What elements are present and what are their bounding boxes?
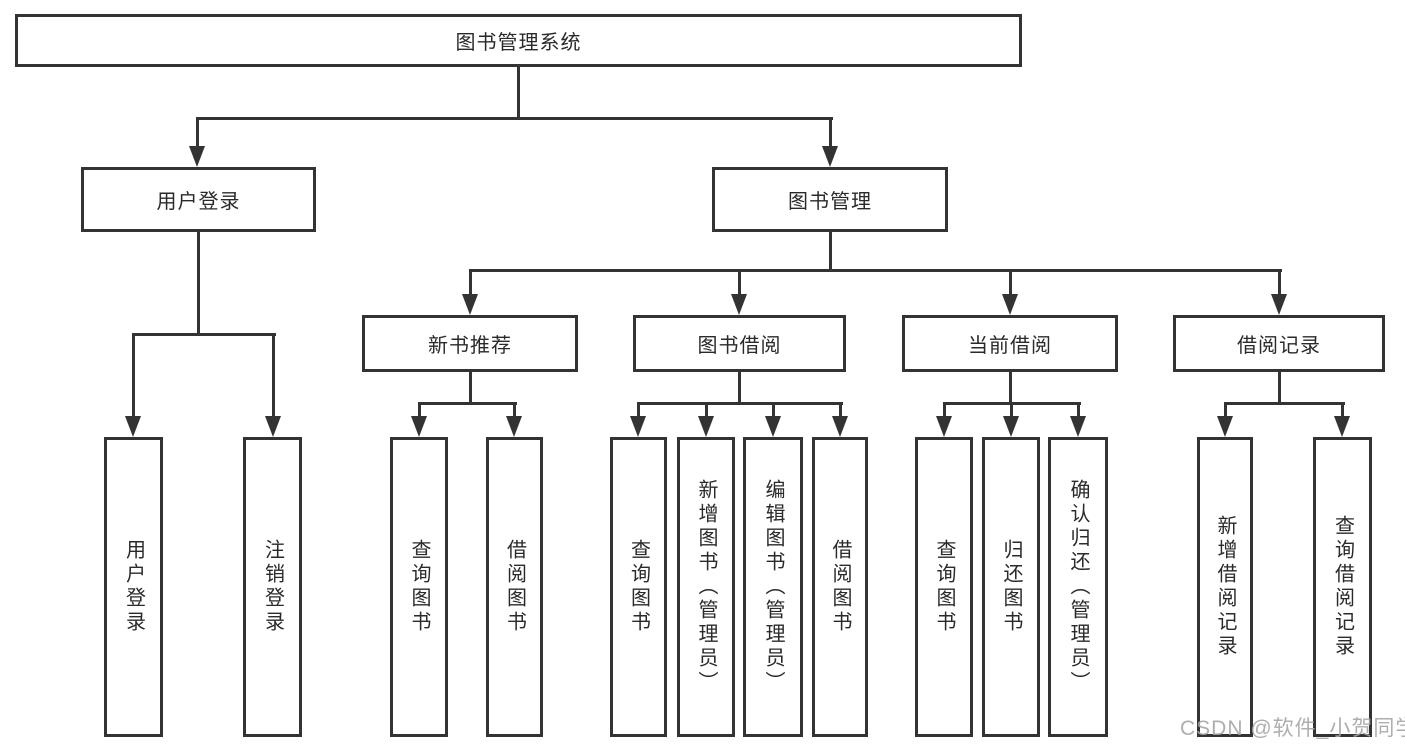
leaf-logout: 注销登录: [243, 437, 302, 737]
leaf-edit-books-admin-label: 编辑图书（管理员）: [762, 479, 784, 695]
connector-newbook-stem: [469, 371, 472, 405]
leaf-query-borrow-record-label: 查询借阅记录: [1331, 515, 1354, 659]
connector-newbook-drop-2: [513, 402, 516, 418]
leaf-borrowing-query-books: 查询图书: [610, 437, 667, 737]
leaf-add-borrow-record-label: 新增借阅记录: [1214, 515, 1236, 659]
node-root-label: 图书管理系统: [455, 32, 582, 54]
connector-root-bar: [196, 117, 833, 120]
connector-borrowing-stem: [738, 371, 741, 405]
leaf-borrowing-borrow-books-label: 借阅图书: [829, 539, 851, 635]
arrowhead-current-return: [1003, 416, 1019, 437]
leaf-borrowing-query-books-label: 查询图书: [627, 539, 650, 635]
leaf-newbook-query-books-label: 查询图书: [408, 539, 430, 635]
connector-records-bar: [1224, 402, 1345, 405]
arrowhead-current-query: [936, 416, 952, 437]
connector-bookmgmt-drop-2: [738, 269, 741, 296]
leaf-current-query-books: 查询图书: [915, 437, 973, 737]
leaf-add-borrow-record: 新增借阅记录: [1197, 437, 1253, 737]
arrowhead-book-management: [822, 146, 838, 167]
leaf-confirm-return-admin: 确认归还（管理员）: [1048, 437, 1108, 737]
node-borrow-records-label: 借阅记录: [1237, 335, 1321, 357]
connector-userlogin-stem: [197, 231, 200, 336]
connector-borrowing-drop-4: [839, 402, 842, 418]
arrowhead-borrowing-query: [630, 416, 646, 437]
connector-bookmgmt-drop-1: [469, 269, 472, 296]
connector-borrowing-drop-3: [772, 402, 775, 418]
leaf-user-login-label: 用户登录: [122, 539, 145, 635]
leaf-add-books-admin-label: 新增图书（管理员）: [695, 479, 717, 695]
leaf-newbook-borrow-books-label: 借阅图书: [503, 539, 526, 635]
connector-records-stem: [1278, 371, 1281, 405]
connector-borrowing-drop-2: [705, 402, 708, 418]
arrowhead-leaf-user-login: [125, 416, 141, 437]
arrowhead-leaf-logout: [265, 416, 281, 437]
arrowhead-newbook-query: [411, 416, 427, 437]
connector-current-drop-2: [1010, 402, 1013, 418]
node-current-borrowing-label: 当前借阅: [968, 335, 1052, 357]
connector-borrowing-bar: [637, 402, 843, 405]
node-user-login: 用户登录: [81, 167, 316, 232]
connector-root-drop-right: [829, 117, 832, 148]
connector-bookmgmt-drop-4: [1278, 269, 1281, 296]
node-book-management-label: 图书管理: [788, 191, 872, 213]
connector-records-drop-1: [1224, 402, 1227, 418]
arrowhead-borrowing-borrow: [832, 416, 848, 437]
leaf-user-login: 用户登录: [104, 437, 163, 737]
arrowhead-book-borrowing: [731, 294, 747, 315]
arrowhead-borrowing-add: [698, 416, 714, 437]
node-user-login-label: 用户登录: [156, 191, 241, 213]
connector-borrowing-drop-1: [637, 402, 640, 418]
arrowhead-records-add: [1217, 416, 1233, 437]
leaf-confirm-return-admin-label: 确认归还（管理员）: [1067, 479, 1089, 695]
node-root: 图书管理系统: [15, 14, 1022, 67]
connector-records-drop-2: [1341, 402, 1344, 418]
arrowhead-current-borrowing: [1002, 294, 1018, 315]
leaf-add-books-admin: 新增图书（管理员）: [677, 437, 735, 737]
leaf-current-query-books-label: 查询图书: [933, 539, 955, 635]
csdn-watermark: CSDN @软件_小贺同学: [1180, 717, 1405, 740]
connector-bookmgmt-stem: [829, 231, 832, 272]
arrowhead-user-login: [189, 146, 205, 167]
connector-userlogin-drop-2: [272, 333, 275, 418]
node-current-borrowing: 当前借阅: [902, 315, 1118, 372]
connector-root-stem: [517, 67, 520, 120]
leaf-logout-label: 注销登录: [261, 539, 284, 635]
node-book-management: 图书管理: [712, 167, 948, 232]
connector-userlogin-bar: [132, 333, 276, 336]
arrowhead-records-query: [1334, 416, 1350, 437]
arrowhead-newbook-borrow: [506, 416, 522, 437]
node-new-book-recommend: 新书推荐: [362, 315, 578, 372]
leaf-newbook-query-books: 查询图书: [390, 437, 448, 737]
arrowhead-new-book-recommend: [462, 294, 478, 315]
node-book-borrowing: 图书借阅: [633, 315, 846, 372]
connector-bookmgmt-drop-3: [1009, 269, 1012, 296]
connector-userlogin-drop-1: [132, 333, 135, 418]
connector-current-drop-1: [943, 402, 946, 418]
leaf-newbook-borrow-books: 借阅图书: [486, 437, 543, 737]
connector-newbook-drop-1: [418, 402, 421, 418]
connector-current-stem: [1009, 371, 1012, 405]
leaf-edit-books-admin: 编辑图书（管理员）: [743, 437, 803, 737]
connector-current-drop-3: [1077, 402, 1080, 418]
connector-bookmgmt-bar: [469, 269, 1282, 272]
node-book-borrowing-label: 图书借阅: [697, 335, 782, 357]
node-borrow-records: 借阅记录: [1173, 315, 1385, 372]
leaf-query-borrow-record: 查询借阅记录: [1313, 437, 1372, 737]
leaf-return-books: 归还图书: [982, 437, 1040, 737]
arrowhead-borrowing-edit: [765, 416, 781, 437]
arrowhead-borrow-records: [1271, 294, 1287, 315]
leaf-return-books-label: 归还图书: [1000, 539, 1022, 635]
connector-newbook-bar: [418, 402, 517, 405]
arrowhead-current-confirm: [1070, 416, 1086, 437]
leaf-borrowing-borrow-books: 借阅图书: [812, 437, 868, 737]
node-new-book-recommend-label: 新书推荐: [428, 335, 512, 357]
connector-root-drop-left: [196, 117, 199, 148]
